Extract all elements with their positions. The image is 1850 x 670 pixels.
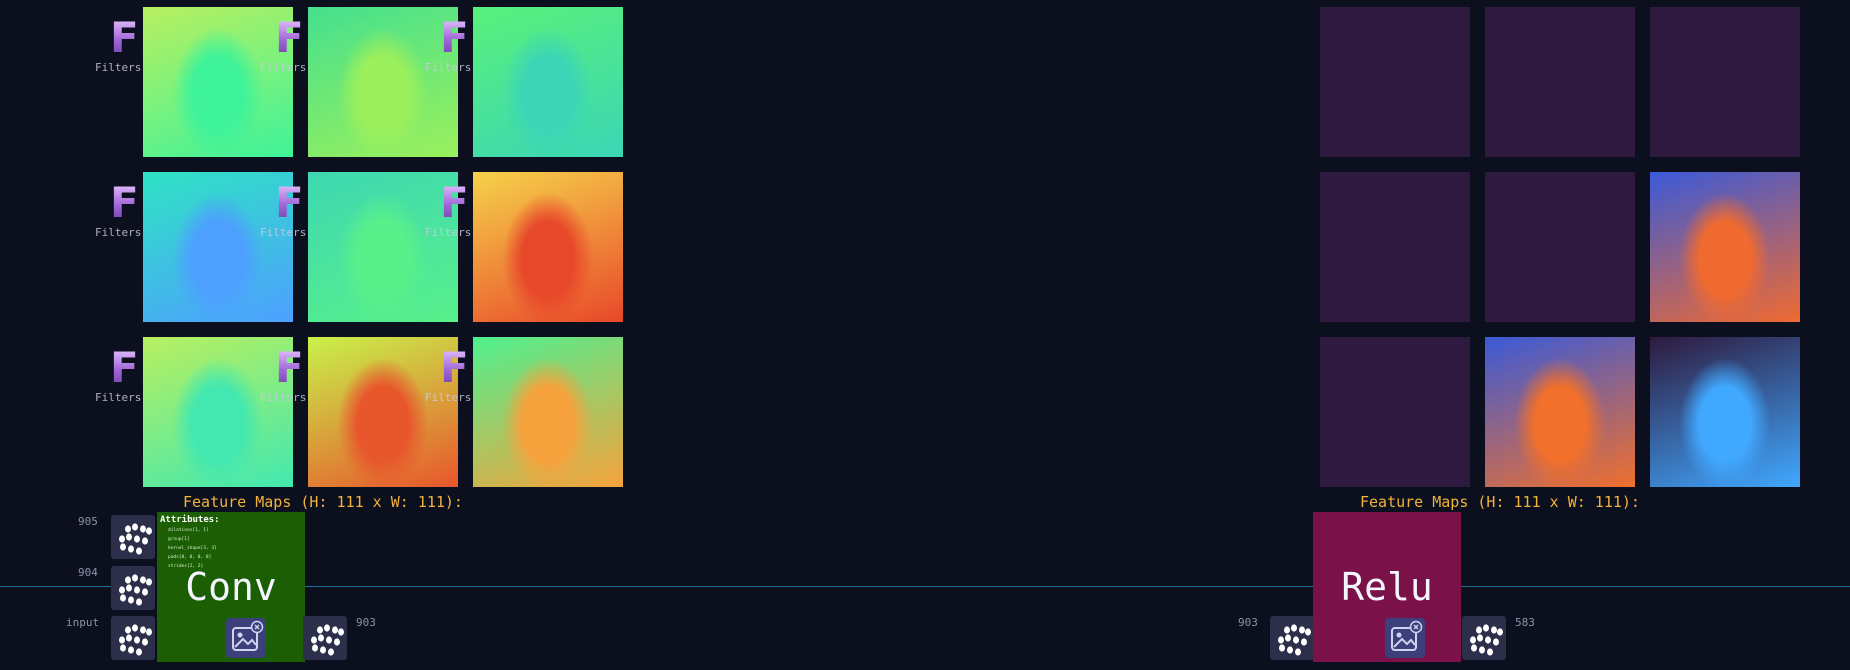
conv-attribute: group[1] — [168, 537, 190, 542]
conv-node-group: 905 904 input Attributes: dilations[1, 1… — [0, 510, 380, 670]
edge-wire-right — [1461, 586, 1850, 587]
image-view-icon — [232, 620, 264, 651]
feature-map-thumbnail[interactable] — [473, 7, 623, 157]
feature-map-thumbnail[interactable] — [1485, 337, 1635, 487]
conv-input-port-label-1: 905 — [78, 515, 98, 528]
feature-map-thumbnail[interactable] — [1650, 7, 1800, 157]
conv-attribute: dilations[1, 1] — [168, 528, 209, 533]
image-view-icon — [1391, 620, 1423, 651]
filter-f-icon[interactable]: F — [275, 13, 304, 62]
conv-attribute: pads[0, 0, 0, 0] — [168, 555, 212, 560]
filter-f-icon[interactable]: F — [275, 343, 304, 392]
conv-input-port-label-2: 904 — [78, 566, 98, 579]
conv-node[interactable]: Attributes: dilations[1, 1] group[1] ker… — [157, 512, 305, 662]
feature-map-thumbnail[interactable] — [473, 172, 623, 322]
feature-map-thumbnail[interactable] — [308, 337, 458, 487]
filters-label: Filters — [95, 226, 142, 239]
feature-map-thumbnail[interactable] — [308, 7, 458, 157]
conv-input-port-label-3: input — [66, 616, 100, 629]
relu-node[interactable]: Relu — [1313, 512, 1461, 662]
filters-label: Filters — [260, 61, 307, 74]
conv-attribute: strides[2, 2] — [168, 564, 204, 569]
filter-f-icon[interactable]: F — [440, 343, 469, 392]
filter-f-icon[interactable]: F — [110, 178, 139, 227]
conv-feature-map-title: Feature Maps (H: 111 x W: 111): — [183, 493, 463, 511]
feature-map-thumbnail[interactable] — [143, 7, 293, 157]
relu-feature-map-title: Feature Maps (H: 111 x W: 111): — [1360, 493, 1640, 511]
filters-label: Filters — [95, 391, 142, 404]
relu-output-port[interactable] — [1462, 616, 1506, 660]
grid-dots-icon — [119, 624, 152, 656]
relu-node-group: 903 Relu 583 — [1230, 510, 1560, 670]
feature-map-thumbnail[interactable] — [473, 337, 623, 487]
relu-node-title: Relu — [1341, 565, 1433, 609]
conv-node-title: Conv — [185, 565, 277, 609]
conv-attribute: kernel_shape[3, 3] — [168, 546, 217, 551]
conv-input-port-1[interactable] — [111, 515, 155, 559]
relu-input-port[interactable] — [1270, 616, 1314, 660]
conv-output-port[interactable] — [303, 616, 347, 660]
relu-feature-map-panel: Feature Maps (H: 111 x W: 111): — [1300, 0, 1850, 520]
grid-dots-icon — [119, 574, 152, 606]
filter-f-icon[interactable]: F — [440, 13, 469, 62]
feature-map-thumbnail[interactable] — [308, 172, 458, 322]
filters-label: Filters — [425, 61, 472, 74]
grid-dots-icon — [1278, 624, 1311, 656]
conv-view-image-button[interactable] — [226, 618, 266, 658]
conv-input-port-2[interactable] — [111, 566, 155, 610]
filters-label: Filters — [260, 391, 307, 404]
filters-label: Filters — [425, 391, 472, 404]
edge-wire-mid — [304, 586, 1314, 587]
edge-wire-left — [0, 586, 155, 587]
filter-f-icon[interactable]: F — [440, 178, 469, 227]
feature-map-thumbnail[interactable] — [1320, 7, 1470, 157]
filters-label: Filters — [95, 61, 142, 74]
relu-input-port-label: 903 — [1238, 616, 1258, 629]
grid-dots-icon — [1470, 624, 1503, 656]
filters-label: Filters — [260, 226, 307, 239]
conv-attributes: Attributes: dilations[1, 1] group[1] ker… — [160, 515, 220, 571]
relu-view-image-button[interactable] — [1385, 618, 1425, 658]
feature-map-thumbnail[interactable] — [1485, 7, 1635, 157]
feature-map-thumbnail[interactable] — [1650, 172, 1800, 322]
feature-map-thumbnail[interactable] — [1320, 172, 1470, 322]
filter-f-icon[interactable]: F — [110, 343, 139, 392]
feature-map-thumbnail[interactable] — [143, 337, 293, 487]
grid-dots-icon — [311, 624, 344, 656]
feature-map-thumbnail[interactable] — [143, 172, 293, 322]
conv-input-port-3[interactable] — [111, 616, 155, 660]
feature-map-thumbnail[interactable] — [1485, 172, 1635, 322]
conv-attributes-header: Attributes: — [160, 515, 220, 525]
filters-label: Filters — [425, 226, 472, 239]
conv-output-port-label: 903 — [356, 616, 376, 629]
relu-output-port-label: 583 — [1515, 616, 1535, 629]
feature-map-thumbnail[interactable] — [1320, 337, 1470, 487]
feature-map-thumbnail[interactable] — [1650, 337, 1800, 487]
grid-dots-icon — [119, 523, 152, 555]
filter-f-icon[interactable]: F — [110, 13, 139, 62]
filter-f-icon[interactable]: F — [275, 178, 304, 227]
